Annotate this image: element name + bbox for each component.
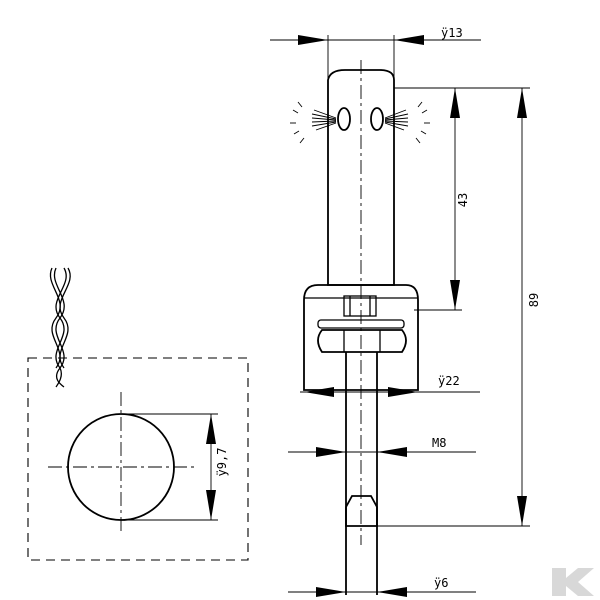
d22-label: ÿ22	[438, 374, 460, 388]
twisted-wire-icon	[49, 267, 71, 388]
m8-label: M8	[432, 436, 446, 450]
bolt-hole-left	[337, 107, 351, 131]
ray-marks-left	[290, 101, 337, 144]
cross-section-view: ÿ9,7	[27, 357, 249, 561]
dimension-43: 43	[394, 87, 530, 311]
dimension-89: 89	[377, 88, 541, 527]
dimension-d13: ÿ13	[270, 26, 481, 45]
d6-label: ÿ6	[434, 576, 448, 590]
d13-label: ÿ13	[441, 26, 463, 40]
dimension-d22: ÿ22	[300, 374, 480, 397]
pin-side-view	[290, 35, 430, 595]
dimension-m8: M8	[288, 436, 476, 457]
k-logo-icon	[552, 568, 594, 596]
length-43-label: 43	[456, 193, 470, 207]
length-89-label: 89	[527, 293, 541, 307]
d97-label: ÿ9,7	[215, 448, 229, 477]
bolt-hole-right	[370, 107, 384, 131]
ray-marks-right	[384, 101, 430, 144]
dimension-d6: ÿ6	[288, 576, 476, 597]
